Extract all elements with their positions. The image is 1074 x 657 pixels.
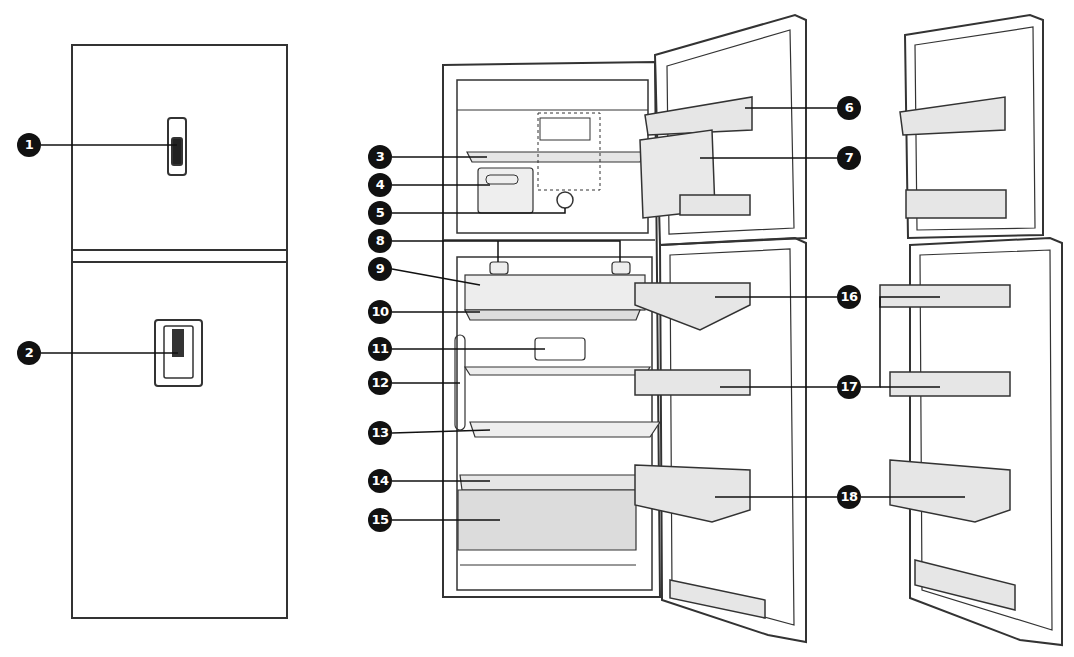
closed-fridge	[72, 45, 287, 618]
door-views	[880, 15, 1062, 645]
leader-lines-part	[497, 241, 499, 262]
leader-lines-part	[700, 157, 837, 159]
open-fridge-body-part	[460, 565, 636, 566]
door-views-part	[880, 285, 1010, 307]
leader-lines-part	[392, 480, 490, 482]
callout-number: 1	[17, 133, 41, 157]
open-fridge-body-part	[478, 168, 533, 213]
callout-number: 16	[837, 285, 861, 309]
open-doors	[635, 15, 806, 642]
door-views-part	[915, 560, 1015, 610]
callout-number: 5	[368, 201, 392, 225]
open-doors-part	[635, 370, 750, 395]
open-fridge-body-part	[540, 118, 590, 140]
door-views-part	[890, 372, 1010, 396]
open-fridge-body-part	[443, 62, 660, 597]
leader-lines-part	[392, 269, 480, 285]
callout-number: 9	[368, 257, 392, 281]
closed-fridge-part	[72, 249, 287, 251]
leader-lines-part	[392, 208, 565, 213]
open-fridge-body-part	[612, 262, 630, 274]
closed-fridge-part	[164, 326, 193, 378]
closed-fridge-part	[168, 118, 186, 175]
leader-lines-part	[392, 311, 480, 313]
open-fridge-body-part	[486, 175, 518, 184]
leader-lines-part	[392, 156, 487, 158]
callout-number: 18	[837, 485, 861, 509]
leader-lines-part	[392, 382, 460, 384]
callout-number: 15	[368, 508, 392, 532]
open-doors-part	[645, 97, 752, 135]
callout-number: 14	[368, 469, 392, 493]
callout-number: 17	[837, 375, 861, 399]
leader-lines-part	[392, 430, 490, 433]
leader-lines-part	[392, 348, 545, 350]
leader-lines-part	[392, 519, 500, 521]
open-fridge-body-part	[538, 113, 600, 190]
open-fridge-body-part	[465, 367, 650, 375]
callout-number: 12	[368, 371, 392, 395]
leader-lines-part	[861, 496, 965, 498]
callout-number: 11	[368, 337, 392, 361]
open-doors-part	[635, 283, 750, 330]
open-fridge-body-part	[465, 275, 645, 310]
door-views-part	[890, 460, 1010, 522]
leader-lines-part	[41, 144, 177, 146]
door-views-part	[906, 190, 1006, 218]
leader-lines-part	[880, 386, 940, 388]
open-doors-part	[635, 465, 750, 522]
leader-lines-part	[720, 386, 837, 388]
closed-fridge-part	[72, 261, 287, 263]
open-fridge-body-part	[460, 475, 650, 490]
leader-lines-part	[861, 297, 940, 387]
open-fridge-body-part	[467, 152, 645, 162]
callout-number: 10	[368, 300, 392, 324]
callout-number: 7	[837, 146, 861, 170]
leader-lines-part	[41, 352, 178, 354]
leader-lines-part	[745, 107, 837, 109]
callout-number: 3	[368, 145, 392, 169]
open-fridge-body-part	[457, 110, 648, 111]
open-fridge-body-part	[470, 422, 660, 437]
callout-number: 2	[17, 341, 41, 365]
closed-fridge-part	[173, 330, 183, 356]
closed-fridge-part	[72, 45, 287, 618]
open-doors-part	[680, 195, 750, 215]
leader-lines-part	[715, 496, 837, 498]
callout-number: 13	[368, 421, 392, 445]
leader-lines-part	[392, 241, 620, 262]
callout-number: 4	[368, 173, 392, 197]
leader-lines-part	[715, 296, 837, 298]
open-fridge-body-part	[557, 192, 573, 208]
open-fridge-body	[443, 62, 660, 597]
open-fridge-body-part	[490, 262, 508, 274]
open-doors-part	[670, 580, 765, 618]
leader-lines-part	[392, 184, 490, 186]
leader-lines	[41, 108, 965, 520]
closed-fridge-part	[172, 138, 182, 165]
door-views-part	[900, 97, 1005, 135]
callout-number: 8	[368, 229, 392, 253]
callout-number: 6	[837, 96, 861, 120]
open-fridge-body-part	[465, 310, 640, 320]
